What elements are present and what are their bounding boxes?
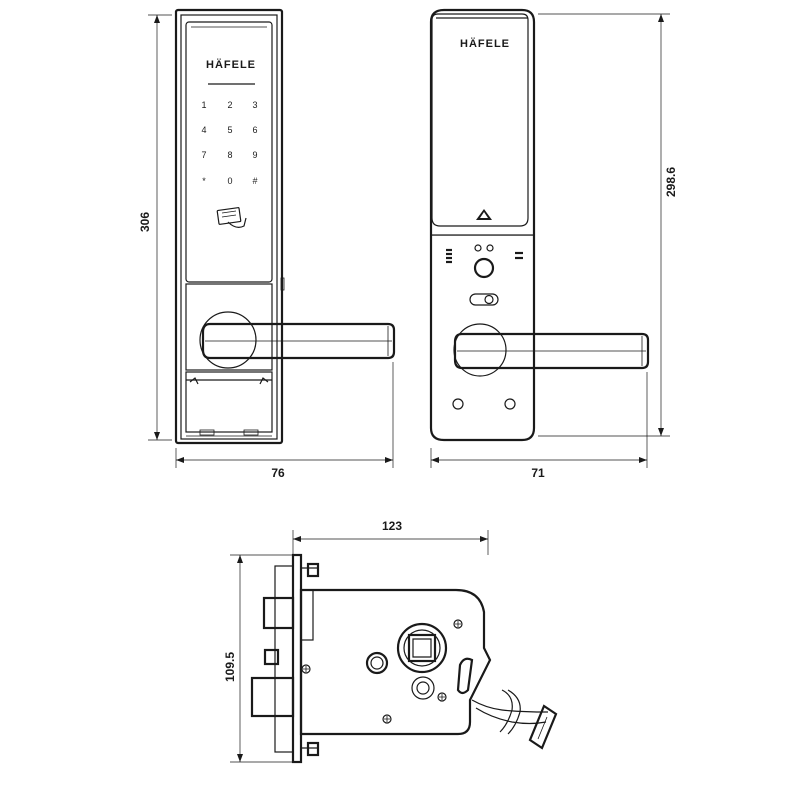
front-height-label: 306 — [138, 212, 152, 232]
auxiliary-latch — [263, 648, 280, 666]
vent-right — [515, 251, 523, 260]
back-brand-logo: HÄFELE — [460, 37, 510, 50]
front-outer-frame — [174, 8, 284, 445]
front-battery-cover — [185, 371, 273, 433]
keypad-key: 8 — [227, 150, 232, 160]
mortise-screw-middle — [437, 692, 447, 702]
mortise-faceplate-back — [274, 565, 294, 753]
back-screw-left — [452, 398, 464, 410]
keypad-key: 2 — [227, 100, 232, 110]
mechanical-key-cylinder — [473, 257, 495, 279]
keypad-key: 6 — [252, 125, 257, 135]
front-foot-left — [199, 429, 215, 436]
thumb-turn-hub — [411, 676, 435, 700]
keypad-key: 9 — [252, 150, 257, 160]
front-handle-lever — [201, 322, 396, 360]
back-handle-lever — [453, 332, 650, 370]
privacy-slide-switch — [469, 293, 499, 306]
back-height-label: 298.6 — [664, 167, 678, 197]
keypad-key: 0 — [227, 176, 232, 186]
keypad-key: 1 — [201, 100, 206, 110]
indicator-led-left — [474, 244, 482, 252]
back-height-dimension: 298.6 — [538, 13, 678, 437]
card-reader-icon — [216, 207, 247, 228]
dead-bolt — [250, 676, 295, 718]
mortise-height-dimension: 109.5 — [223, 554, 292, 763]
front-inner-frame — [180, 14, 278, 440]
front-clip-left — [189, 377, 199, 385]
vent-left — [446, 248, 452, 264]
indicator-led-right — [486, 244, 494, 252]
mortise-slot — [456, 657, 474, 695]
mortise-body — [299, 588, 492, 736]
front-foot-right — [243, 429, 259, 436]
front-view: HÄFELE 1 2 3 4 5 6 7 8 9 * 0 # — [174, 8, 396, 445]
back-screw-right — [504, 398, 516, 410]
keypad: 1 2 3 4 5 6 7 8 9 * 0 # — [201, 100, 257, 186]
mortise-height-label: 109.5 — [223, 652, 237, 682]
keypad-key: # — [252, 176, 257, 186]
mortise-screw-front — [301, 664, 311, 674]
front-brand-logo: HÄFELE — [206, 58, 256, 71]
back-width-label: 71 — [531, 466, 545, 480]
back-view: HÄFELE — [429, 8, 650, 442]
mortise-cable — [471, 699, 549, 713]
spindle-hub — [396, 622, 448, 674]
mortise-screw-top — [453, 619, 463, 629]
back-upper-panel — [431, 13, 529, 227]
latch-bolt — [262, 596, 295, 630]
keypad-key: * — [202, 176, 206, 186]
cylinder-hole — [365, 651, 389, 675]
front-clip-right — [259, 377, 269, 385]
keypad-key: 7 — [201, 150, 206, 160]
front-width-dimension: 76 — [175, 362, 394, 480]
front-handle-rose — [199, 311, 257, 369]
front-height-dimension: 306 — [138, 14, 172, 441]
spindle-square — [407, 633, 437, 663]
mortise-width-dimension: 123 — [292, 519, 489, 555]
mortise-view — [250, 553, 558, 764]
front-handle-housing — [185, 283, 273, 371]
mortise-width-label: 123 — [382, 519, 402, 533]
keypad-key: 5 — [227, 125, 232, 135]
keypad-key: 3 — [252, 100, 257, 110]
front-glass-panel — [185, 21, 273, 283]
back-outer-frame — [429, 8, 536, 442]
back-width-dimension: 71 — [430, 372, 648, 480]
mortise-faceplate — [291, 553, 303, 764]
keypad-key: 4 — [201, 125, 206, 135]
front-width-label: 76 — [271, 466, 285, 480]
mortise-screw-bottom — [382, 714, 392, 724]
